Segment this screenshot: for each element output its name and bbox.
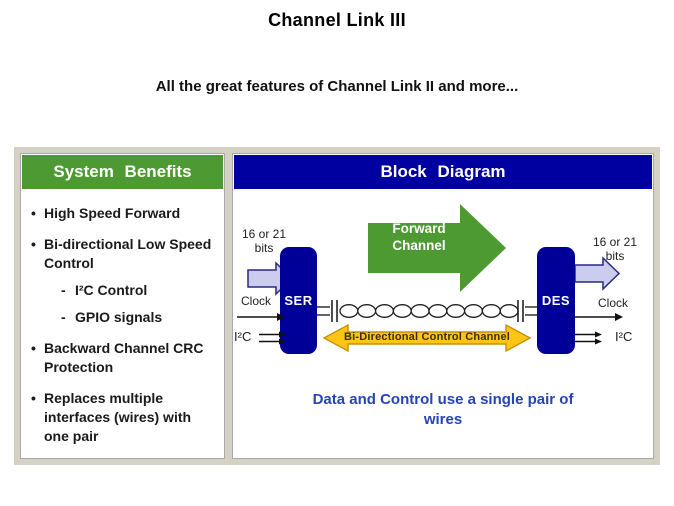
- benefit-text: I²C Control: [75, 282, 148, 298]
- block-diagram-canvas: Forward Channel 16 or 21 bits 16 or 21 b…: [233, 190, 653, 458]
- block-diagram-panel: Block Diagram Forward Channel 16 or 21 b…: [232, 153, 654, 459]
- page-title: Channel Link III: [268, 10, 406, 30]
- left-bits-label: 16 or 21 bits: [241, 227, 287, 255]
- system-benefits-panel: System Benefits • High Speed Forward • B…: [20, 153, 225, 459]
- left-clock-arrow-icon: [237, 313, 285, 321]
- bullet-icon: •: [31, 205, 36, 221]
- content-frame: System Benefits • High Speed Forward • B…: [14, 147, 660, 465]
- list-subitem: - I²C Control: [31, 281, 218, 300]
- bullet-icon: •: [31, 340, 36, 356]
- benefit-text: Backward Channel CRC Protection: [44, 340, 204, 375]
- bullet-icon: •: [31, 236, 36, 252]
- dash-icon: -: [61, 282, 66, 298]
- list-item: • Bi-directional Low Speed Control: [31, 235, 218, 273]
- list-item: • High Speed Forward: [31, 204, 218, 223]
- benefit-text: Replaces multiple interfaces (wires) wit…: [44, 390, 192, 444]
- right-i2c-label: I²C: [615, 329, 633, 344]
- deserializer-block: DES: [537, 247, 575, 354]
- right-i2c-bus-icon: [575, 331, 602, 345]
- serializer-block: SER: [280, 247, 317, 354]
- benefit-text: GPIO signals: [75, 309, 163, 325]
- dash-icon: -: [61, 309, 66, 325]
- bidirectional-control-label: Bi-Directional Control Channel: [343, 331, 511, 343]
- diagram-caption: Data and Control use a single pair of wi…: [312, 391, 574, 428]
- forward-channel-label: Forward Channel: [392, 221, 446, 253]
- right-clock-label: Clock: [597, 296, 628, 310]
- benefit-text: High Speed Forward: [44, 205, 181, 221]
- left-clock-label: Clock: [240, 294, 271, 308]
- block-diagram-header: Block Diagram: [234, 155, 652, 189]
- benefit-text: Bi-directional Low Speed Control: [44, 236, 212, 271]
- forward-channel-arrow-icon: [368, 204, 506, 292]
- right-bits-label: 16 or 21 bits: [592, 235, 638, 263]
- page-subtitle: All the great features of Channel Link I…: [155, 78, 519, 95]
- list-item: • Backward Channel CRC Protection: [31, 339, 218, 377]
- left-i2c-label: I²C: [234, 329, 252, 344]
- twisted-pair-wire-icon: [317, 300, 538, 322]
- right-clock-arrow-icon: [575, 313, 623, 321]
- bidirectional-control-arrow-icon: [323, 323, 531, 353]
- list-subitem: - GPIO signals: [31, 308, 218, 327]
- data-out-arrow-icon: [574, 256, 621, 291]
- system-benefits-header: System Benefits: [22, 155, 223, 189]
- left-i2c-bus-icon: [259, 331, 286, 345]
- bullet-icon: •: [31, 390, 36, 406]
- list-item: • Replaces multiple interfaces (wires) w…: [31, 389, 218, 446]
- system-benefits-list: • High Speed Forward • Bi-directional Lo…: [21, 190, 224, 452]
